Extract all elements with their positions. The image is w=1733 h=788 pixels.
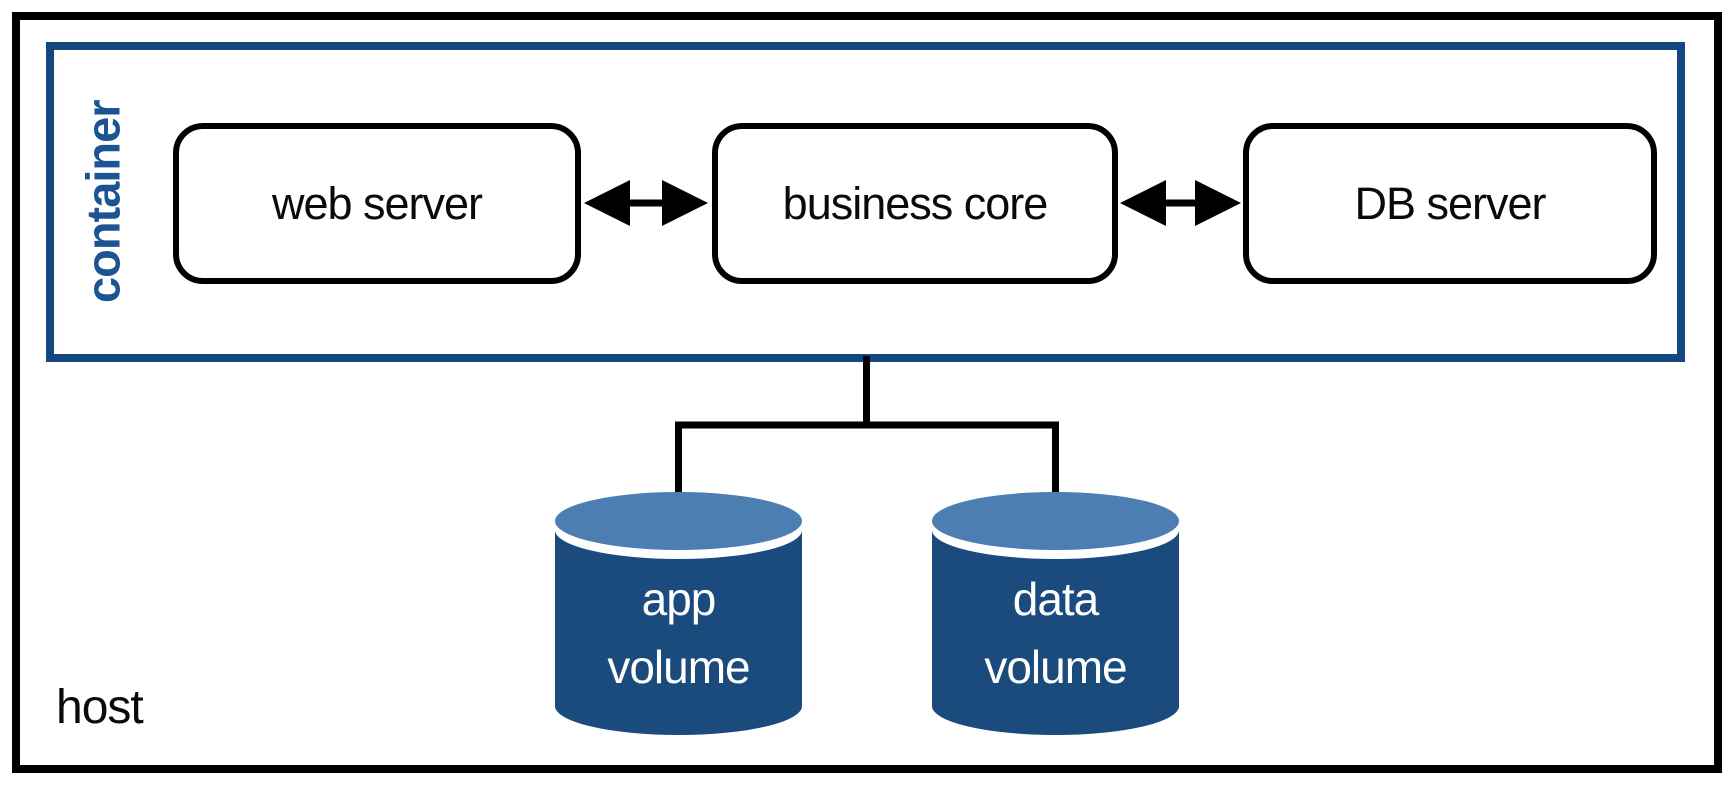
- node-web-server: web server: [173, 123, 581, 284]
- node-db-server: DB server: [1243, 123, 1657, 284]
- host-label: host: [56, 681, 144, 734]
- node-business-core: business core: [712, 123, 1118, 284]
- container-label: container: [76, 100, 130, 304]
